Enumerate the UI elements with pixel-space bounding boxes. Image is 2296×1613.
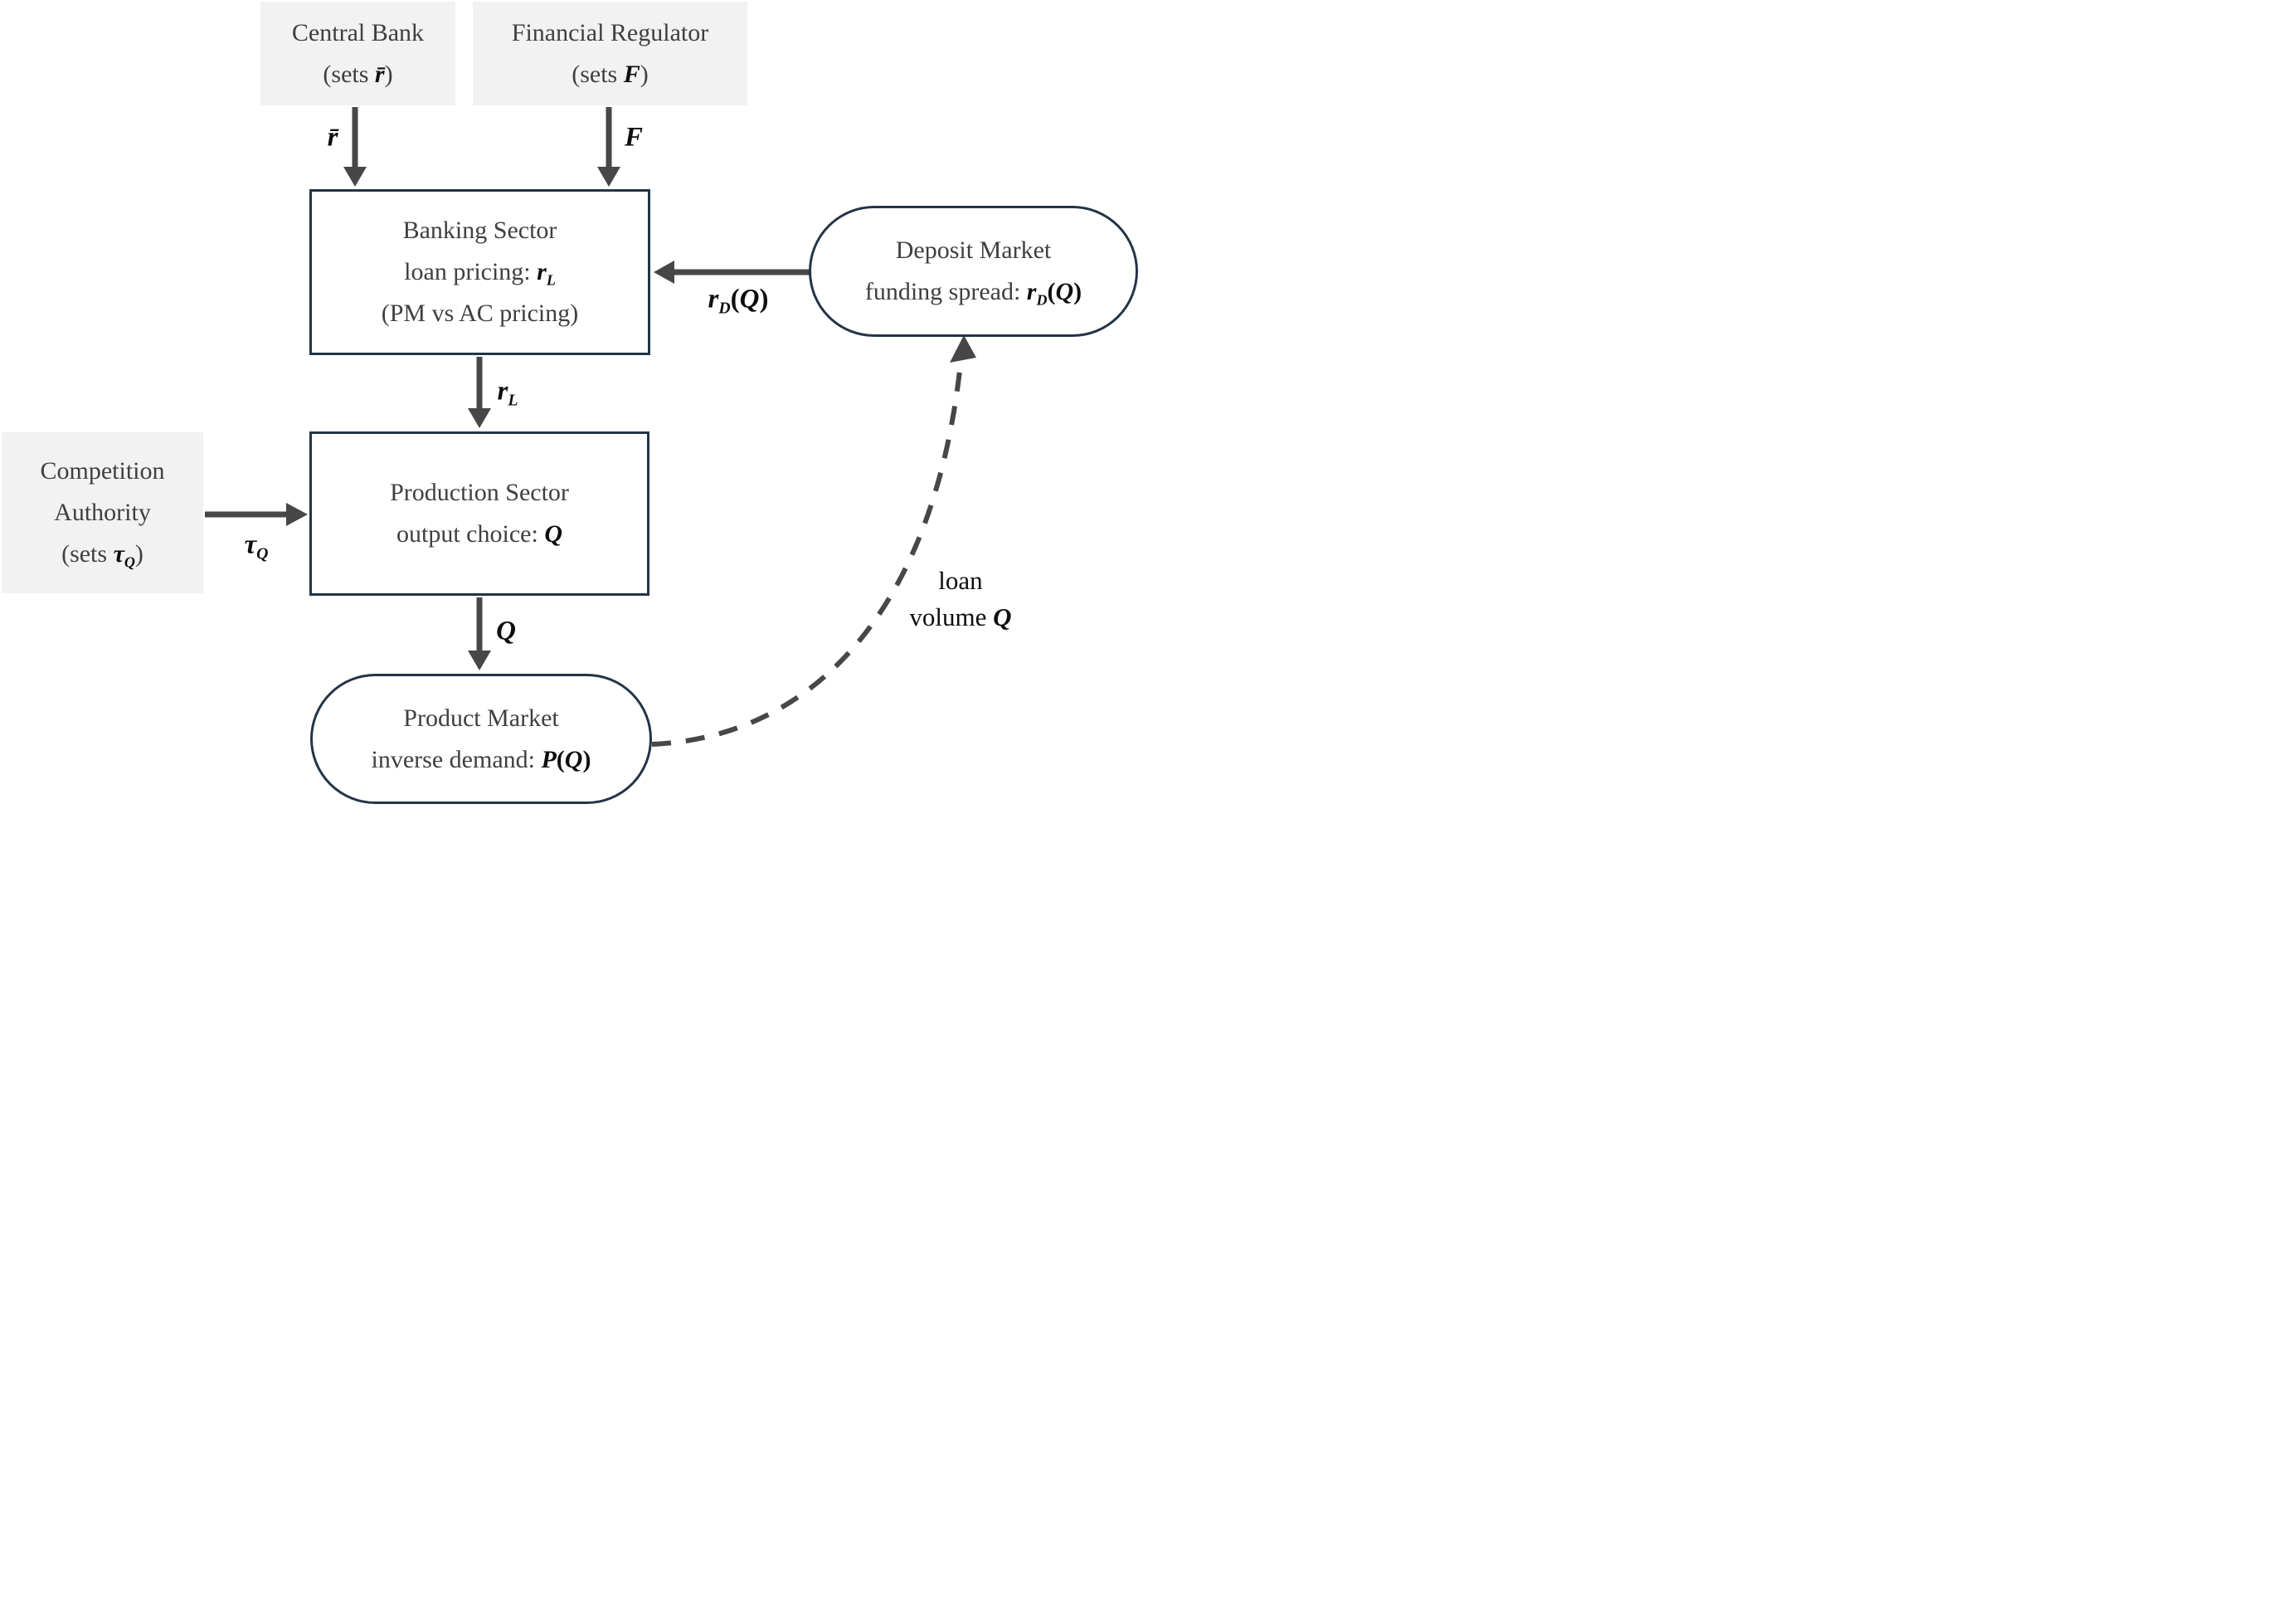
label-rl: rL xyxy=(497,376,518,410)
label-rl-sub: L xyxy=(508,391,518,410)
banking-rl-base: r xyxy=(537,258,547,285)
label-rd-paren-open: ( xyxy=(730,284,740,314)
dashed-curve-loan-volume xyxy=(651,335,976,747)
banking-pricing-pre: loan pricing: xyxy=(404,258,538,285)
label-rd-paren-close: ) xyxy=(759,284,769,314)
dashed-curve-head xyxy=(950,335,976,363)
deposit-paren-close: ) xyxy=(1073,278,1082,305)
deposit-spread-pre: funding spread: xyxy=(864,278,1027,305)
central-bank-title: Central Bank xyxy=(291,18,425,46)
label-tau: τQ xyxy=(244,529,269,562)
node-financial-regulator: Financial Regulator (sets F) xyxy=(473,2,747,105)
competition-tau-sub: Q xyxy=(124,553,135,571)
label-rl-base: r xyxy=(497,376,508,407)
deposit-rd-base: r xyxy=(1026,278,1037,305)
dashed-curve-path xyxy=(651,354,964,747)
banking-rl-sub: L xyxy=(546,271,556,289)
production-q-symbol: Q xyxy=(544,520,562,548)
label-loan-q-symbol: Q xyxy=(993,602,1012,631)
financial-regulator-title: Financial Regulator xyxy=(511,18,709,46)
production-sector-output-line: output choice: Q xyxy=(396,514,562,555)
flow-diagram: Central Bank (sets r̄) Financial Regulat… xyxy=(0,0,1148,806)
deposit-q-symbol: Q xyxy=(1055,278,1074,305)
banking-sector-title: Banking Sector xyxy=(402,217,557,244)
arrow-rbar xyxy=(343,107,367,187)
arrow-tau xyxy=(205,503,308,526)
central-bank-rbar-symbol: r̄ xyxy=(374,60,385,88)
banking-rl-symbol: rL xyxy=(537,258,556,289)
label-tau-base: τ xyxy=(244,529,257,560)
deposit-rd-sub: D xyxy=(1036,291,1048,309)
product-p-symbol: P xyxy=(541,745,557,773)
label-rbar: r̄ xyxy=(327,122,338,153)
arrow-tau-head xyxy=(286,503,308,526)
competition-tau-base: τ xyxy=(113,540,124,568)
banking-sector-pricing-line: loan pricing: rL xyxy=(404,251,556,293)
competition-sets-post: ) xyxy=(134,540,144,568)
label-loan-volume-text: volume xyxy=(909,602,994,631)
product-paren-open: ( xyxy=(556,745,565,773)
arrow-rbar-head xyxy=(343,167,367,187)
diagram-edges xyxy=(205,107,976,747)
financial-regulator-sets-post: ) xyxy=(640,60,649,88)
arrow-q xyxy=(468,597,491,670)
financial-regulator-f-symbol: F xyxy=(623,60,640,88)
node-production-sector: Production Sector output choice: Q xyxy=(309,431,649,596)
arrow-rl xyxy=(468,357,491,428)
central-bank-sets-post: ) xyxy=(384,60,393,88)
node-competition-authority: Competition Authority (sets τQ) xyxy=(2,432,203,593)
deposit-market-spread-line: funding spread: rD(Q) xyxy=(865,271,1082,313)
label-rd-q: Q xyxy=(739,284,760,314)
node-product-market: Product Market inverse demand: P(Q) xyxy=(310,674,652,804)
label-rd-sub: D xyxy=(718,299,731,318)
label-tau-sub: Q xyxy=(256,544,269,563)
competition-authority-subtitle: (sets τQ) xyxy=(61,534,144,575)
product-market-title: Product Market xyxy=(403,704,559,732)
label-loan-volume: loan volume Q xyxy=(909,563,1011,636)
competition-authority-title-1: Competition xyxy=(40,457,165,485)
label-rd-base: r xyxy=(708,284,719,314)
production-sector-title: Production Sector xyxy=(390,479,569,506)
deposit-paren-open: ( xyxy=(1047,278,1056,305)
competition-sets-pre: (sets xyxy=(61,540,114,568)
financial-regulator-subtitle: (sets F) xyxy=(572,54,649,95)
central-bank-subtitle: (sets r̄) xyxy=(323,54,392,95)
label-loan-line1: loan xyxy=(938,566,983,595)
banking-sector-note: (PM vs AC pricing) xyxy=(381,300,579,327)
node-banking-sector: Banking Sector loan pricing: rL (PM vs A… xyxy=(309,189,650,355)
product-market-demand-line: inverse demand: P(Q) xyxy=(372,739,591,781)
production-output-pre: output choice: xyxy=(396,520,545,548)
competition-tau-symbol: τQ xyxy=(113,540,135,571)
label-q: Q xyxy=(496,616,516,646)
label-rd-symbol: rD xyxy=(708,284,731,318)
label-loan-line2: volume Q xyxy=(909,599,1011,636)
deposit-rd-symbol: rD xyxy=(1026,278,1048,309)
node-deposit-market: Deposit Market funding spread: rD(Q) xyxy=(809,206,1138,337)
competition-authority-title-2: Authority xyxy=(54,499,151,526)
deposit-market-title: Deposit Market xyxy=(895,236,1052,264)
arrow-f-head xyxy=(597,167,620,187)
product-demand-pre: inverse demand: xyxy=(371,745,542,773)
central-bank-sets-pre: (sets xyxy=(323,60,375,88)
arrow-rl-head xyxy=(468,408,491,428)
product-paren-close: ) xyxy=(582,745,591,773)
arrow-f xyxy=(597,107,620,187)
product-q-symbol: Q xyxy=(564,745,583,773)
label-f: F xyxy=(624,122,644,153)
arrow-rd-head xyxy=(654,261,674,284)
label-rd: rD(Q) xyxy=(708,284,769,318)
arrow-rd xyxy=(654,261,810,284)
arrow-q-head xyxy=(468,651,491,670)
node-central-bank: Central Bank (sets r̄) xyxy=(260,2,455,105)
financial-regulator-sets-pre: (sets xyxy=(572,60,624,88)
